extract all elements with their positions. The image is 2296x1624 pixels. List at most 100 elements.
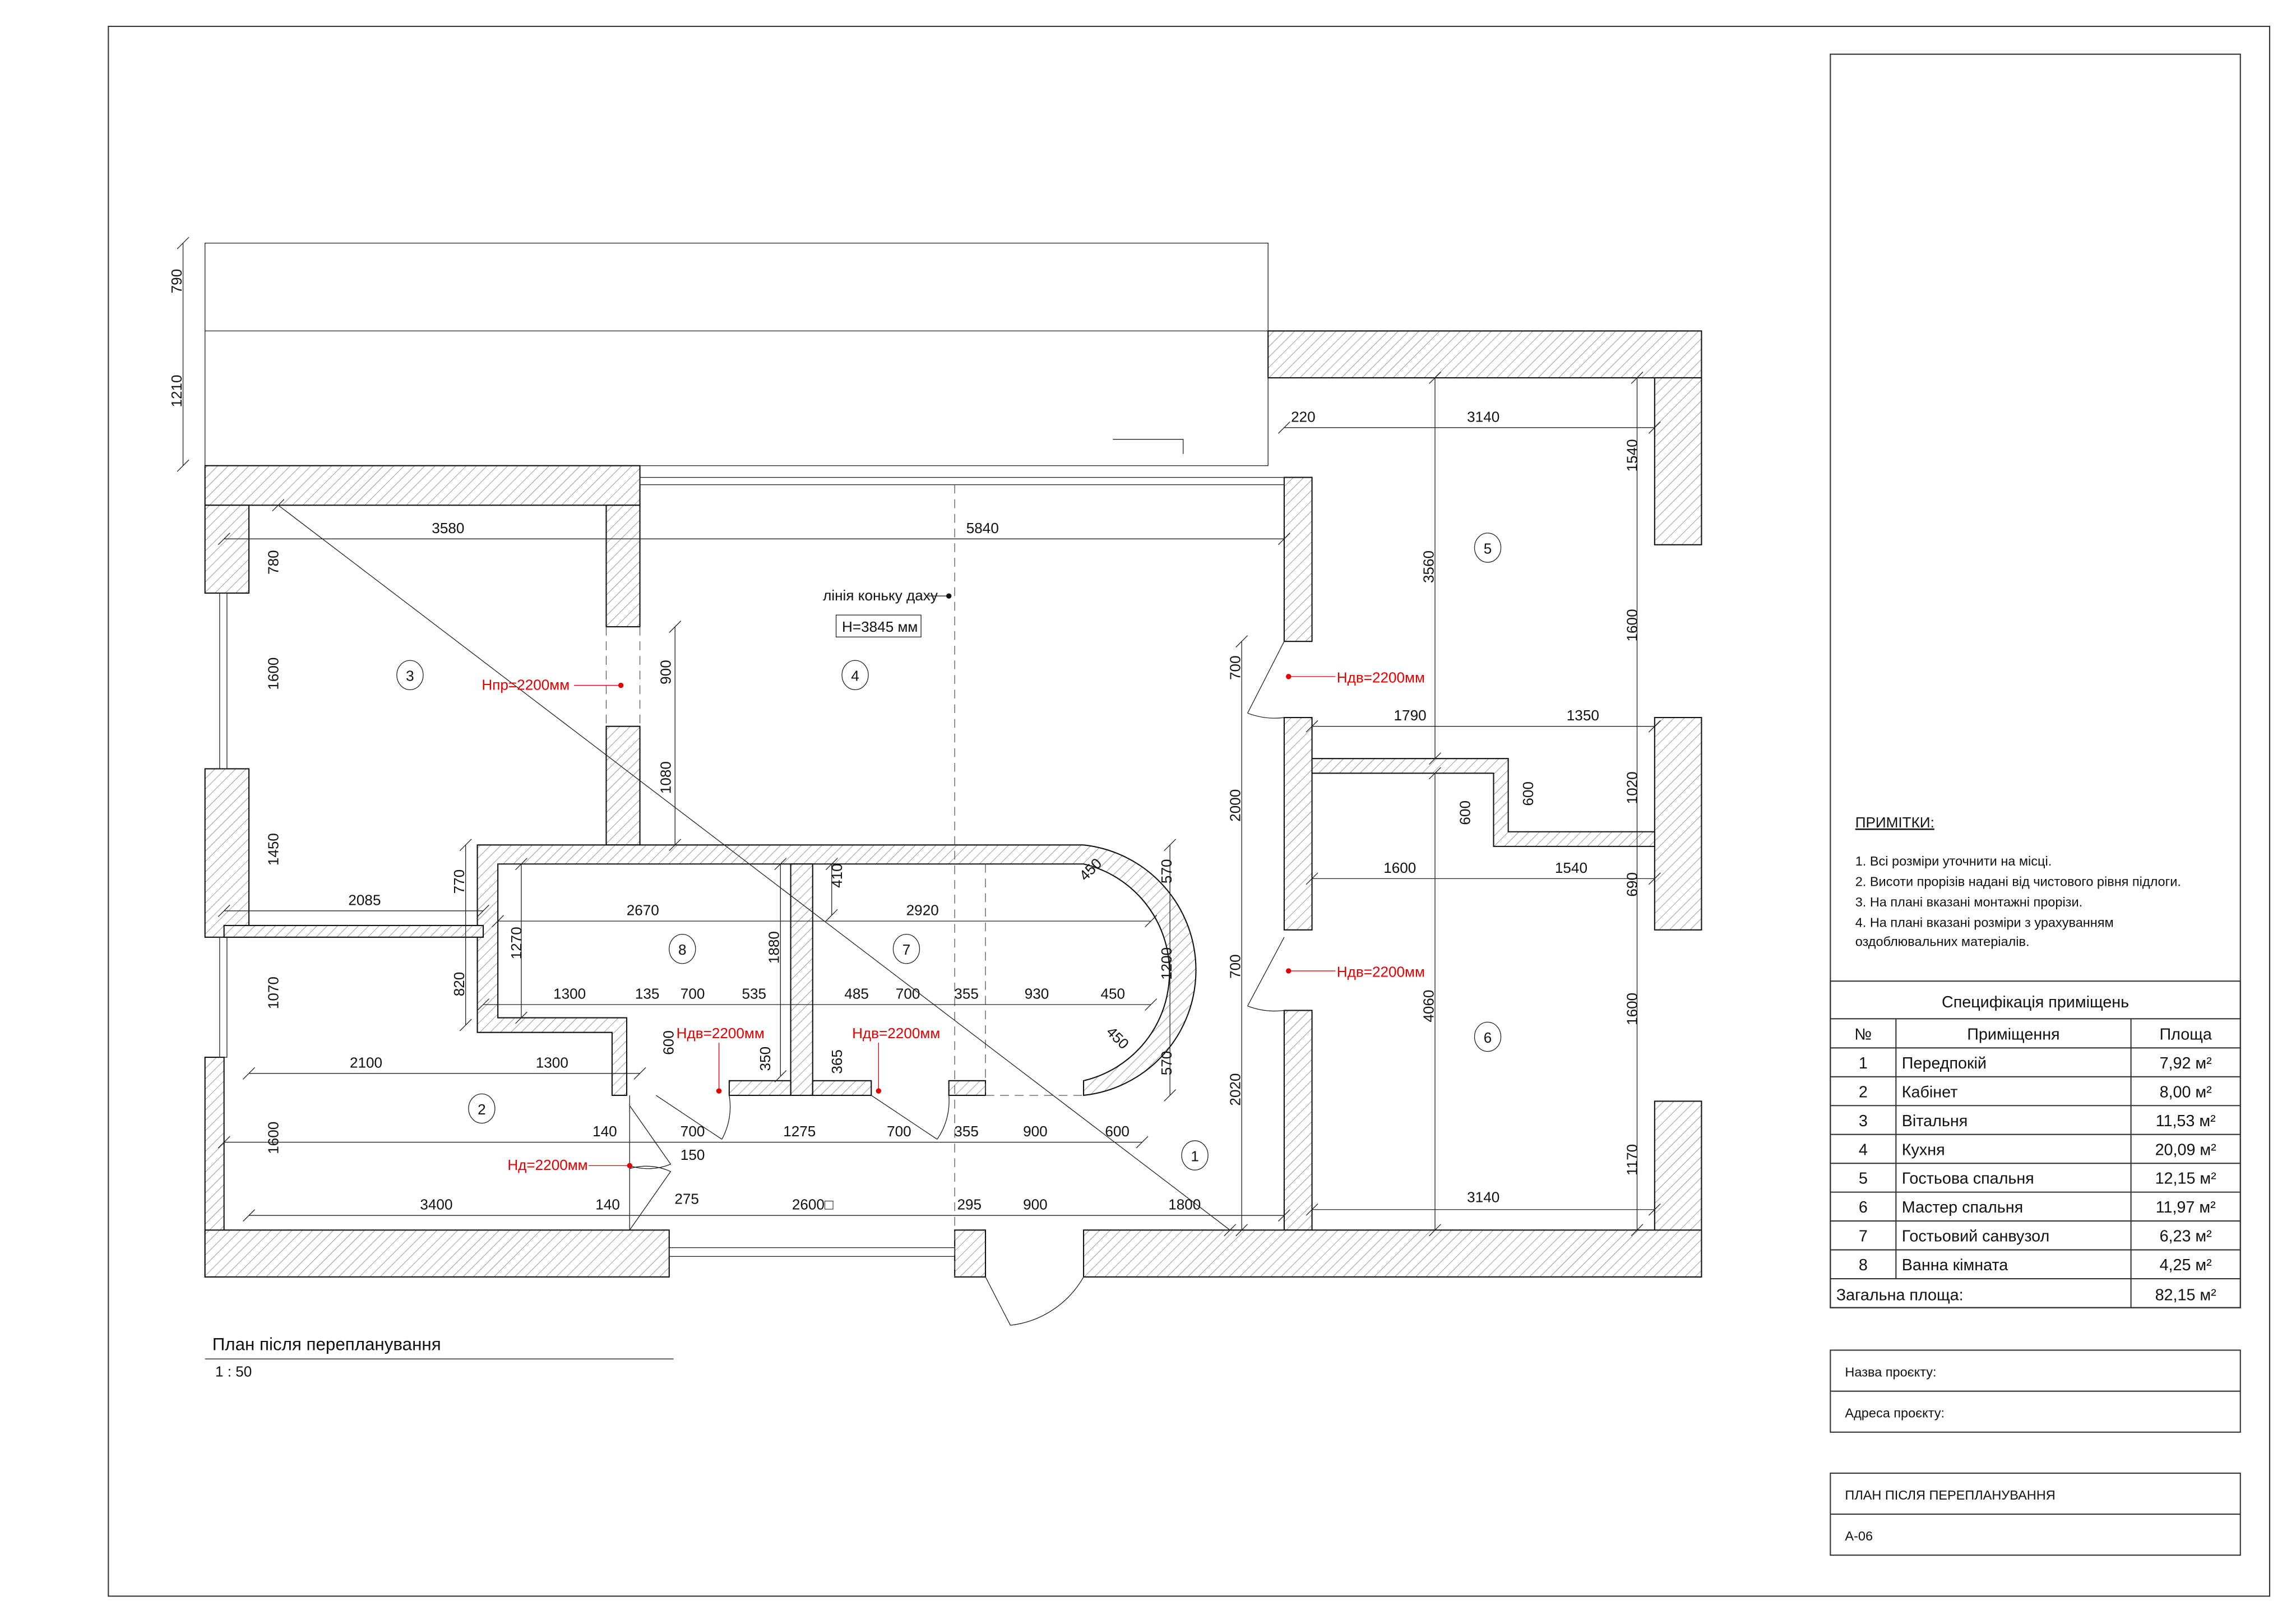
spec-room-name: Кухня	[1902, 1141, 1945, 1159]
dimension-tick	[1648, 421, 1661, 434]
opening-height-label: Ндв=2200мм	[852, 1025, 940, 1042]
spec-room-area: 6,23 м²	[2160, 1228, 2212, 1246]
dimension-label: 1275	[783, 1123, 816, 1140]
dimension-label: 1600	[265, 658, 281, 690]
dimension-label: 1450	[265, 833, 281, 866]
dimension-tick	[515, 858, 527, 871]
spec-title: Специфікація приміщень	[1942, 993, 2129, 1011]
note-item: 2. Висоти прорізів надані від чистового …	[1855, 874, 2181, 889]
dimension-label: 450	[1101, 985, 1126, 1002]
room-number: 5	[1484, 540, 1492, 557]
dimension-label: 355	[954, 985, 979, 1002]
spec-room-name: Вітальня	[1902, 1112, 1968, 1130]
spec-header: Приміщення	[1967, 1026, 2059, 1044]
opening-height-label: Нпр=2200мм	[482, 676, 570, 693]
room-marker-6: 6	[1474, 1021, 1502, 1052]
dimension-label: 3140	[1467, 408, 1499, 425]
dimension-label: 780	[265, 550, 281, 575]
dimension-label: 600	[1457, 801, 1474, 825]
dimension-tick	[1648, 872, 1661, 885]
dimension-label: 790	[168, 269, 185, 294]
dimension-tick	[633, 1067, 646, 1080]
dimension-label: 3140	[1467, 1189, 1499, 1206]
dimension-label: 140	[595, 1196, 620, 1213]
dimension-tick	[492, 915, 504, 928]
dimension-label: 2020	[1227, 1073, 1244, 1105]
spec-room-number: 8	[1859, 1256, 1868, 1274]
dimension-tick	[1278, 1209, 1290, 1222]
dimension-tick	[217, 1136, 230, 1149]
room-number: 7	[902, 941, 911, 958]
dimension-tick	[1235, 635, 1248, 648]
dimension-label: 275	[674, 1190, 699, 1207]
opening-height-point	[716, 1088, 722, 1094]
dimension-label: 700	[896, 985, 920, 1002]
room-number: 3	[406, 668, 414, 684]
dimension-label: 1540	[1555, 859, 1587, 876]
spec-header: №	[1854, 1026, 1872, 1044]
dimension-label: 365	[828, 1049, 845, 1074]
opening-height-point	[876, 1088, 882, 1094]
dimension-label: 1350	[1567, 707, 1599, 724]
spec-room-area: 4,25 м²	[2160, 1256, 2212, 1274]
dimension-label: 1790	[1394, 707, 1427, 724]
dimension-tick	[1306, 872, 1318, 885]
dimension-label: 3400	[420, 1196, 452, 1213]
dimension-tick	[1306, 720, 1318, 733]
opening-height-label: Нд=2200мм	[507, 1156, 587, 1173]
dimension-label: 900	[1023, 1196, 1048, 1213]
project-name-label: Назва проєкту:	[1845, 1365, 1936, 1380]
dimension-label: 930	[1025, 985, 1049, 1002]
dimension-label: 3580	[432, 520, 464, 536]
dimension-label: 4060	[1420, 990, 1437, 1022]
notes-title: ПРИМІТКИ:	[1855, 814, 1934, 831]
doors	[629, 641, 1285, 1326]
dimension-tick	[1224, 1224, 1237, 1237]
spec-room-name: Мастер спальня	[1902, 1199, 2023, 1216]
opening-height-point	[1286, 674, 1292, 679]
dimension-tick	[774, 1070, 787, 1082]
dimension-label: 1600	[1623, 993, 1640, 1025]
spec-room-area: 12,15 м²	[2155, 1170, 2217, 1188]
dimension-label: 900	[1023, 1123, 1048, 1140]
dimension-tick	[1429, 1224, 1441, 1237]
dimension-label: 135	[635, 985, 660, 1002]
room-number: 1	[1191, 1148, 1199, 1165]
note-item: 1. Всі розміри уточнити на місці.	[1855, 854, 2052, 868]
drawing-caption: План після перепланування	[212, 1335, 441, 1354]
room-number: 4	[851, 668, 859, 684]
dimension-label: 700	[681, 985, 705, 1002]
spec-room-area: 7,92 м²	[2160, 1054, 2212, 1072]
note-item: 3. На плані вказані монтажні прорізи.	[1855, 895, 2082, 909]
dimension-tick	[1235, 1224, 1248, 1237]
dimension-label: 295	[957, 1196, 982, 1213]
spec-header: Площа	[2160, 1026, 2212, 1044]
dimension-label: 140	[592, 1123, 617, 1140]
dimension-label: 1210	[168, 374, 185, 407]
dimension-tick	[477, 904, 489, 917]
ridge-height-box	[835, 614, 922, 637]
room-number: 6	[1484, 1029, 1492, 1046]
dimension-label: 2100	[350, 1054, 382, 1071]
note-item: оздоблювальних матеріалів.	[1855, 934, 2030, 949]
room-marker-5: 5	[1474, 533, 1502, 563]
dimension-label: 600	[660, 1030, 677, 1055]
dimension-tick	[1306, 1203, 1318, 1216]
dimension-label: 2670	[627, 902, 659, 919]
opening-height-label: Ндв=2200мм	[1337, 669, 1425, 686]
note-item: 4. На плані вказані розміри з урахування…	[1855, 915, 2114, 930]
ridge-point	[946, 593, 952, 599]
dimension-label: 2085	[348, 891, 381, 908]
dimension-label: 1300	[536, 1054, 568, 1071]
dimension-label: 600	[1105, 1123, 1130, 1140]
ridge-height: H=3845 мм	[842, 618, 918, 635]
dimension-label: 700	[887, 1123, 911, 1140]
dimension-tick	[217, 904, 230, 917]
dimension-tick	[1278, 533, 1290, 545]
